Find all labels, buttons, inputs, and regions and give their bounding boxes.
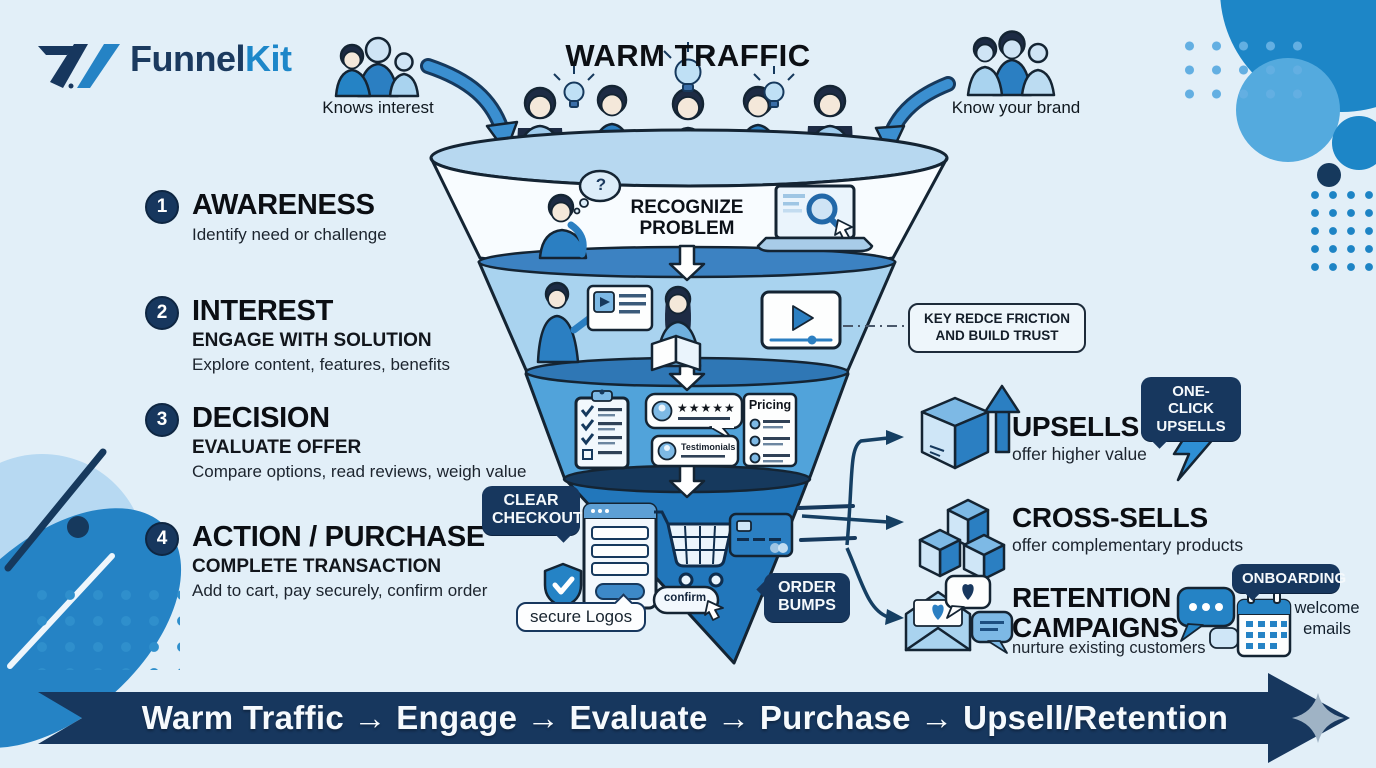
pointing-person-icon <box>536 281 594 364</box>
stage-description: Explore content, features, benefits <box>192 355 450 374</box>
dot-grid-top-right <box>1176 34 1312 102</box>
bottom-banner-text: Warm Traffic → Engage → Evaluate → Purch… <box>141 699 1229 736</box>
knows-interest-people-icon <box>334 36 420 98</box>
credit-card-icon <box>728 512 794 558</box>
cross-sell-boxes-icon <box>918 498 1006 581</box>
checkout-form-icon <box>582 502 658 610</box>
confirm-button-icon <box>652 585 724 621</box>
stage-title: INTEREST <box>192 295 333 327</box>
calendar-icon <box>1236 591 1292 658</box>
know-your-brand-people-icon <box>966 30 1056 97</box>
laptop-search-icon <box>756 184 874 253</box>
thinking-person-icon <box>538 169 622 260</box>
question-mark: ? <box>595 175 607 194</box>
stage-action-purchase: 4 ACTION / PURCHASE COMPLETE TRANSACTION… <box>145 520 545 601</box>
stage-number-badge: 4 <box>145 522 179 556</box>
upsells-title: UPSELLS <box>1012 411 1140 442</box>
stage-subtitle: COMPLETE TRANSACTION <box>192 556 442 577</box>
video-player-icon <box>760 290 842 350</box>
retention-description: nurture existing customers <box>1012 639 1206 657</box>
testimonials-card-icon <box>650 434 740 468</box>
funnel-flow-arrows <box>668 244 706 499</box>
stage-interest: 2 INTEREST ENGAGE WITH SOLUTION Explore … <box>145 294 545 375</box>
stage-title: AWARENESS <box>192 189 375 221</box>
pricing-card-icon <box>742 392 798 468</box>
review-stars-card-icon <box>644 392 744 442</box>
onboarding-badge: ONBOARDING <box>1232 564 1346 601</box>
order-bumps-badge: ORDER BUMPS <box>756 573 850 622</box>
one-click-upsells-badge: ONE-CLICK UPSELLS <box>1141 377 1241 449</box>
secure-logos-badge: secure Logos <box>516 593 647 632</box>
stage-description: Identify need or challenge <box>192 225 387 244</box>
clear-checkout-badge: CLEAR CHECKOUT <box>482 486 583 543</box>
retention-email-icon <box>904 574 1014 654</box>
knows-interest-caption: Knows interest <box>322 98 434 117</box>
wordmark: FunnelKit <box>130 38 292 80</box>
retention-title: RETENTION CAMPAIGNS <box>1012 582 1179 643</box>
funnelkit-logo-icon <box>38 44 120 89</box>
bottom-banner-shape <box>38 673 1350 763</box>
cross-sells-description: offer complementary products <box>1012 535 1244 555</box>
stage-awareness: 1 AWARENESS Identify need or challenge <box>145 188 545 245</box>
stage-number-badge: 1 <box>145 190 179 224</box>
welcome-emails-caption: welcome emails <box>1294 599 1360 638</box>
dot-grid-right <box>1306 186 1376 278</box>
stage-decision: 3 DECISION EVALUATE OFFER Compare option… <box>145 401 545 482</box>
upsell-box-icon <box>920 384 1021 470</box>
outcome-connectors <box>801 430 904 625</box>
recognize-problem-label: RECOGNIZE PROBLEM <box>630 197 744 239</box>
know-your-brand-caption: Know your brand <box>951 98 1081 117</box>
upsells-description: offer higher value <box>1012 444 1147 464</box>
review-stars: ★★★★★ <box>677 401 736 415</box>
funnelkit-logo: FunnelKit <box>130 38 292 80</box>
stage-description: Add to cart, pay securely, confirm order <box>192 581 488 600</box>
cross-sells-title: CROSS-SELLS <box>1012 502 1208 533</box>
pricing-label: Pricing <box>748 398 792 412</box>
trust-callout: KEY REDCE FRICTION AND BUILD TRUST <box>908 303 1086 353</box>
stage-title: ACTION / PURCHASE <box>192 521 485 553</box>
confirm-button-label: confirm <box>663 592 707 604</box>
dot-grid-bottom-left <box>28 582 180 670</box>
page-title: WARM TRAFFIC <box>565 38 811 73</box>
secure-shield-icon <box>543 562 583 609</box>
video-card-icon <box>586 284 654 332</box>
stage-subtitle: ENGAGE WITH SOLUTION <box>192 330 432 351</box>
checklist-clipboard-icon <box>574 389 630 470</box>
lightbulb-icons <box>553 42 795 108</box>
wordmark-primary: Funnel <box>130 38 245 79</box>
reading-person-icon <box>650 285 702 372</box>
shopping-cart-icon <box>654 510 734 588</box>
chat-bubble-icon <box>1176 586 1239 649</box>
stage-number-badge: 2 <box>145 296 179 330</box>
testimonials-label: Testimonials <box>681 442 736 452</box>
stage-title: DECISION <box>192 402 330 434</box>
stage-subtitle: EVALUATE OFFER <box>192 437 362 458</box>
stage-number-badge: 3 <box>145 403 179 437</box>
wordmark-secondary: Kit <box>244 38 292 79</box>
stage-description: Compare options, read reviews, weigh val… <box>192 462 527 481</box>
